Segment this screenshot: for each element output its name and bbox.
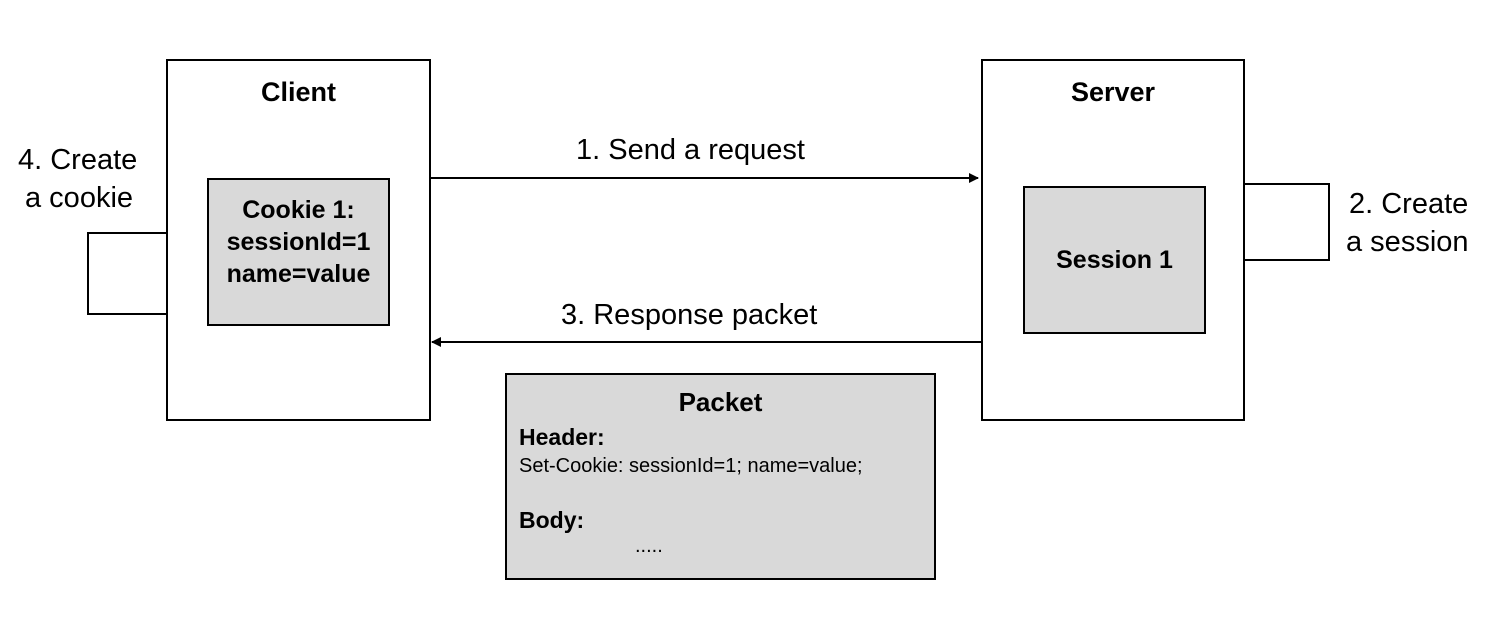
cookie-box: Cookie 1: sessionId=1 name=value bbox=[207, 178, 390, 326]
step-4-label: 4. Create a cookie bbox=[18, 141, 137, 217]
step-2-label: 2. Create a session bbox=[1346, 185, 1469, 261]
cookie-line-name-value: name=value bbox=[226, 260, 371, 288]
cookie-line-title: Cookie 1: bbox=[242, 196, 355, 224]
packet-header-value: Set-Cookie: sessionId=1; name=value; bbox=[519, 455, 863, 477]
step-1-label: 1. Send a request bbox=[576, 134, 805, 166]
cookie-line-session-id: sessionId=1 bbox=[226, 228, 371, 256]
packet-body-label: Body: bbox=[519, 507, 585, 533]
session-box: Session 1 bbox=[1023, 186, 1206, 334]
step-3-label: 3. Response packet bbox=[561, 299, 818, 331]
create-session-loop-arrow bbox=[1206, 183, 1330, 265]
packet-title: Packet bbox=[678, 387, 763, 417]
client-title: Client bbox=[260, 77, 336, 107]
step-4-line-2: a cookie bbox=[25, 182, 134, 214]
step-2-line-2: a session bbox=[1346, 226, 1469, 258]
packet-box: Packet Header: Set-Cookie: sessionId=1; … bbox=[505, 373, 936, 580]
cookie-text: Cookie 1: sessionId=1 name=value bbox=[209, 194, 388, 290]
step-2-line-1: 2. Create bbox=[1349, 188, 1469, 220]
session-label: Session 1 bbox=[1056, 246, 1173, 274]
packet-body-value: ..... bbox=[635, 535, 663, 557]
server-title: Server bbox=[1070, 77, 1156, 107]
packet-header-label: Header: bbox=[519, 424, 605, 450]
create-cookie-loop-arrow bbox=[87, 228, 206, 315]
step-4-line-1: 4. Create bbox=[18, 144, 138, 176]
